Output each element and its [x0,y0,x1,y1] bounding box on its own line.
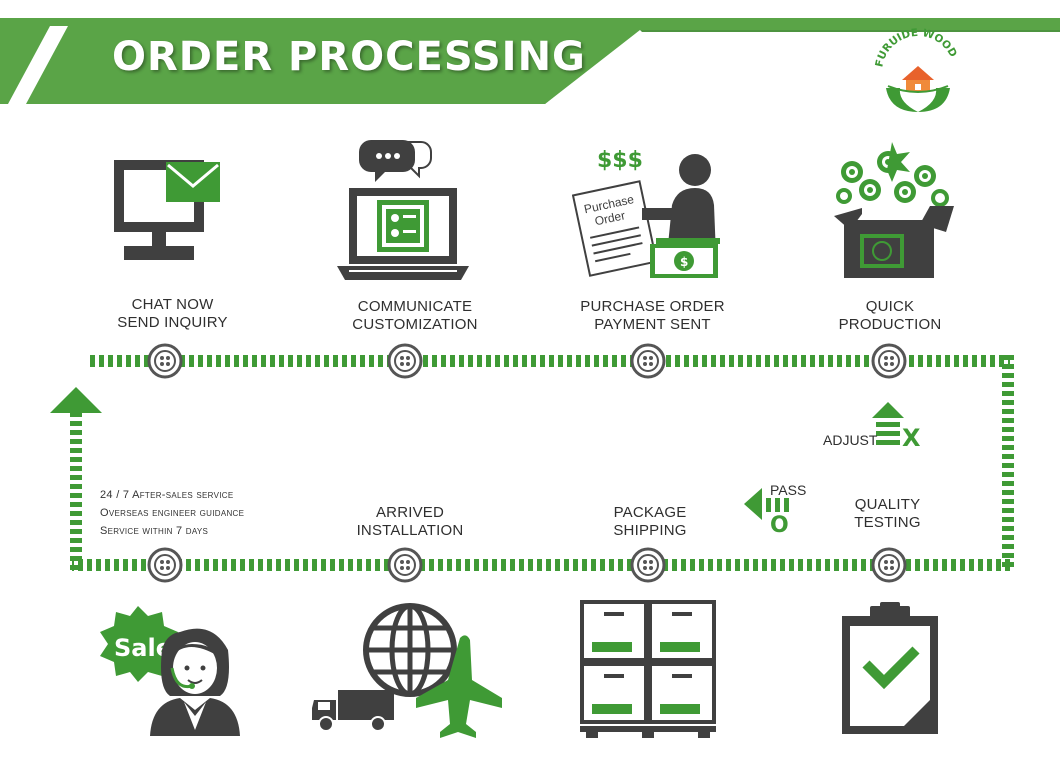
svg-text:$$$: $$$ [597,148,643,173]
svg-text:Order: Order [593,208,626,228]
node-shipping [630,547,666,588]
node-testing [871,547,907,588]
adjust-label: ADJUST [823,432,878,448]
page-title: ORDER PROCESSING [112,34,586,80]
pass-label: PASS [770,482,807,498]
monitor-mail-icon [114,160,220,260]
pass-o-mark: O [770,513,789,538]
svg-text:$: $ [680,255,688,269]
node-chat [147,343,183,384]
adjust-x-mark: X [902,424,921,452]
production-box-icon [834,142,954,278]
laptop-chat-icon [337,140,469,280]
header-banner [0,18,1060,104]
node-installation [387,547,423,588]
adjust-arrow-icon [872,402,904,445]
purchase-order-icon: $$$ Purchase Order $ [572,148,720,278]
node-after-sales [147,547,183,588]
globe-transport-icon [312,603,502,738]
after-sales-note: 24 / 7 After-sales service Overseas engi… [100,489,245,537]
pallet-boxes-icon [580,600,716,738]
support-agent-icon: Sale [100,606,240,736]
node-communicate [387,343,423,384]
node-production [871,343,907,384]
node-purchase [630,343,666,384]
clipboard-check-icon [842,602,938,734]
brand-logo: FURUIDE WOOD [873,28,959,112]
pass-arrow-icon [744,488,789,520]
